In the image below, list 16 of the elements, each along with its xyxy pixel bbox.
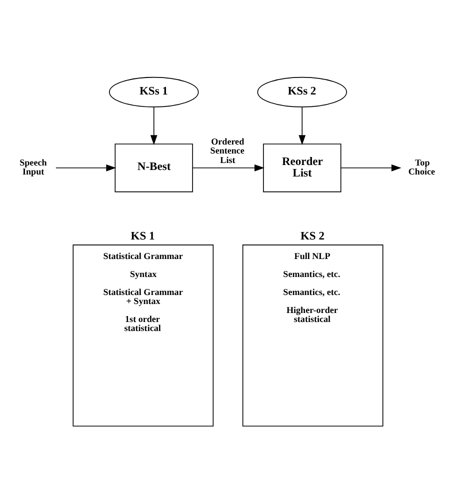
node-ellipse: KSs 1 xyxy=(108,76,199,107)
node-box: Reorder List xyxy=(263,143,342,192)
arrow xyxy=(340,164,402,171)
node-label: KS 1 xyxy=(130,230,155,242)
arrow xyxy=(298,106,306,145)
node-ellipse: KSs 2 xyxy=(257,76,348,107)
node-text: Top Choice xyxy=(408,156,436,176)
node-text: Speech Input xyxy=(20,156,47,176)
node-label: KS 2 xyxy=(300,230,324,242)
node-box: Full NLP Semantics, etc. Semantics, etc. Higher-order statistical xyxy=(242,244,384,426)
node-box: Statistical Grammar Syntax Statistical Grammar + Syntax 1st order statistical xyxy=(72,244,214,426)
arrow xyxy=(192,164,264,171)
arrow xyxy=(150,106,158,145)
edge-label: Ordered Sentence List xyxy=(210,136,244,164)
node-box: N-Best xyxy=(114,143,193,192)
arrow xyxy=(56,164,116,171)
